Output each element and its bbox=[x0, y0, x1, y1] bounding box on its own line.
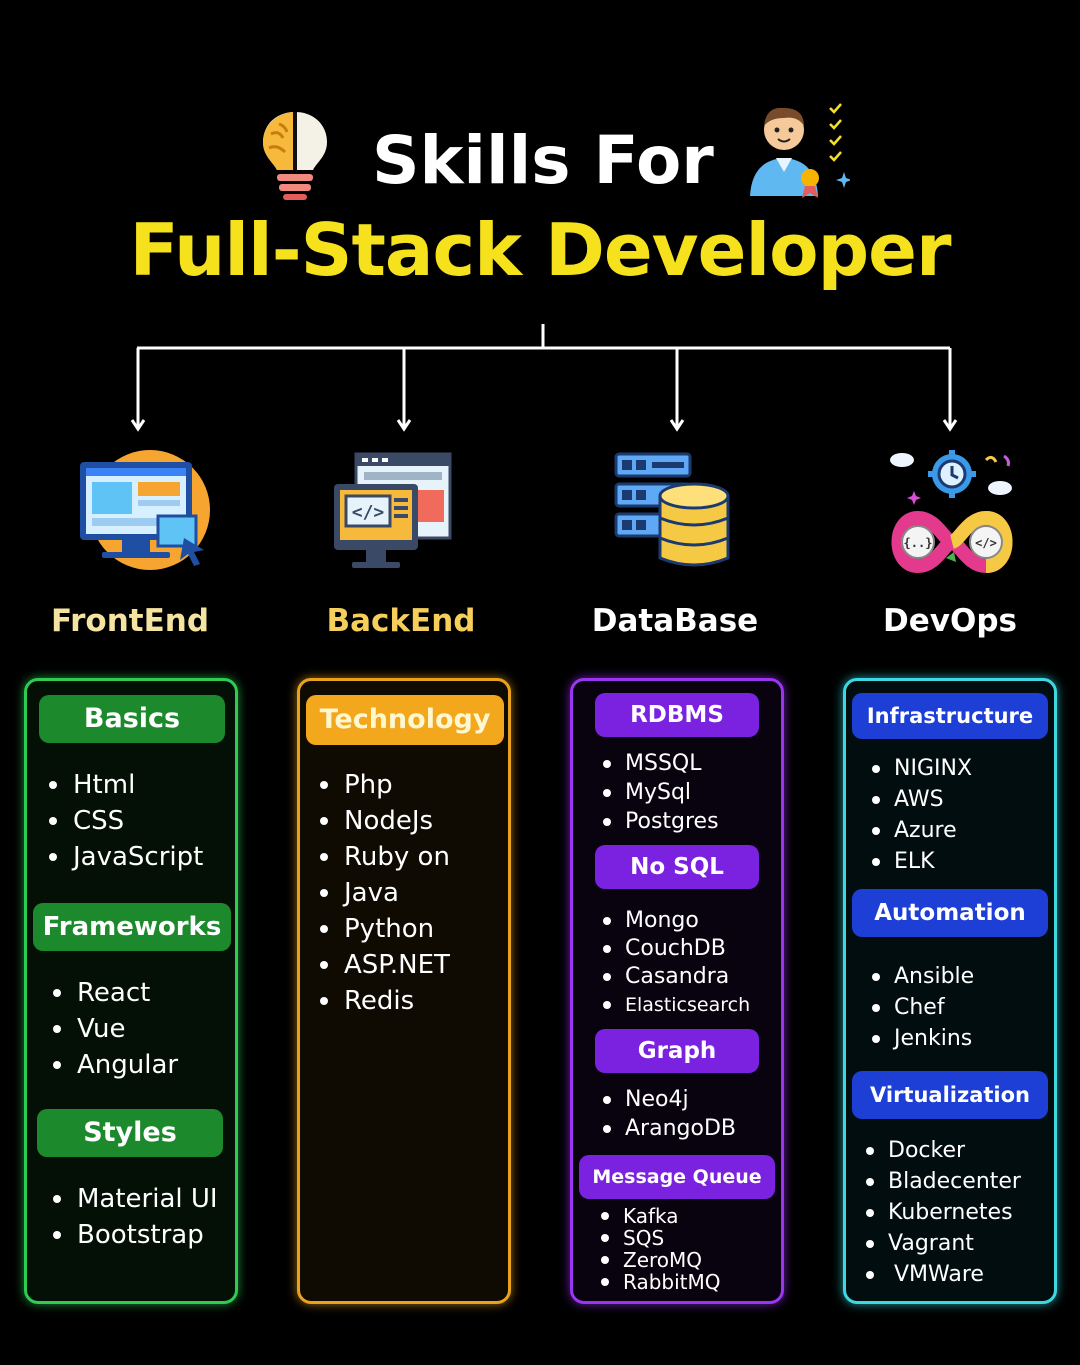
section-heading-message-queue: Message Queue bbox=[579, 1155, 775, 1199]
database-rdbms-list: MSSQL MySql Postgres bbox=[599, 749, 719, 836]
developer-person-icon bbox=[750, 103, 850, 198]
backend-panel: Technology Php NodeJs Ruby on Java Pytho… bbox=[297, 678, 511, 1304]
list-item: ZeroMQ bbox=[597, 1249, 721, 1271]
title-block: Skills For bbox=[0, 100, 1080, 210]
list-item: Java bbox=[316, 875, 450, 911]
list-item: Bladecenter bbox=[862, 1166, 1021, 1197]
section-heading-technology: Technology bbox=[306, 695, 504, 745]
section-heading-virtualization: Virtualization bbox=[852, 1071, 1048, 1119]
section-heading-styles: Styles bbox=[37, 1109, 223, 1157]
list-item: AWS bbox=[868, 784, 972, 815]
category-label-backend: BackEnd bbox=[326, 603, 476, 639]
section-heading-graph: Graph bbox=[595, 1029, 759, 1073]
section-heading-frameworks: Frameworks bbox=[33, 903, 231, 951]
section-heading-infrastructure: Infrastructure bbox=[852, 693, 1048, 739]
database-panel: RDBMS MSSQL MySql Postgres No SQL Mongo … bbox=[570, 678, 784, 1304]
database-server-icon bbox=[614, 452, 730, 567]
list-item: RabbitMQ bbox=[597, 1271, 721, 1293]
section-heading-nosql: No SQL bbox=[595, 845, 759, 889]
list-item: Azure bbox=[868, 815, 972, 846]
category-label-database: DataBase bbox=[591, 603, 759, 639]
lightbulb-brain-icon bbox=[263, 112, 327, 200]
backend-technology-list: Php NodeJs Ruby on Java Python ASP.NET R… bbox=[316, 767, 450, 1019]
category-label-devops: DevOps bbox=[883, 603, 1017, 639]
list-item: Material UI bbox=[49, 1181, 218, 1217]
database-graph-list: Neo4j ArangoDB bbox=[599, 1085, 736, 1143]
list-item: Casandra bbox=[599, 963, 750, 991]
list-item: Kafka bbox=[597, 1205, 721, 1227]
frontend-styles-list: Material UI Bootstrap bbox=[49, 1181, 218, 1253]
devops-virtualization-list: Docker Bladecenter Kubernetes Vagrant VM… bbox=[862, 1135, 1021, 1290]
list-item: Html bbox=[45, 767, 203, 803]
list-item: Python bbox=[316, 911, 450, 947]
connector-tree bbox=[130, 324, 958, 432]
list-item: SQS bbox=[597, 1227, 721, 1249]
frontend-panel: Basics Html CSS JavaScript Frameworks Re… bbox=[24, 678, 238, 1304]
list-item: ELK bbox=[868, 846, 972, 877]
category-label-frontend: FrontEnd bbox=[50, 603, 210, 639]
database-nosql-list: Mongo CouchDB Casandra Elasticsearch bbox=[599, 907, 750, 1019]
svg-text:{..}: {..} bbox=[904, 536, 933, 550]
title-full-stack-developer: Full-Stack Developer bbox=[129, 208, 952, 292]
list-item: JavaScript bbox=[45, 839, 203, 875]
list-item: MSSQL bbox=[599, 749, 719, 778]
list-item: CSS bbox=[45, 803, 203, 839]
list-item: Docker bbox=[862, 1135, 1021, 1166]
list-item: Angular bbox=[49, 1047, 178, 1083]
list-item: Vagrant bbox=[862, 1228, 1021, 1259]
frontend-frameworks-list: React Vue Angular bbox=[49, 975, 178, 1083]
list-item: NodeJs bbox=[316, 803, 450, 839]
devops-infinity-icon: {..} </> bbox=[890, 450, 1013, 574]
list-item: Elasticsearch bbox=[599, 991, 750, 1019]
devops-infrastructure-list: NIGINX AWS Azure ELK bbox=[868, 753, 972, 877]
list-item: Mongo bbox=[599, 907, 750, 935]
list-item: Vue bbox=[49, 1011, 178, 1047]
database-mq-list: Kafka SQS ZeroMQ RabbitMQ bbox=[597, 1205, 721, 1293]
list-item: Php bbox=[316, 767, 450, 803]
section-heading-automation: Automation bbox=[852, 889, 1048, 937]
list-item: Redis bbox=[316, 983, 450, 1019]
list-item: MySql bbox=[599, 778, 719, 807]
list-item: Chef bbox=[868, 992, 974, 1023]
list-item: CouchDB bbox=[599, 935, 750, 963]
list-item: ArangoDB bbox=[599, 1114, 736, 1143]
monitor-ui-icon bbox=[80, 450, 210, 570]
frontend-basics-list: Html CSS JavaScript bbox=[45, 767, 203, 875]
devops-automation-list: Ansible Chef Jenkins bbox=[868, 961, 974, 1054]
list-item: Neo4j bbox=[599, 1085, 736, 1114]
list-item: Postgres bbox=[599, 807, 719, 836]
list-item: Kubernetes bbox=[862, 1197, 1021, 1228]
section-heading-rdbms: RDBMS bbox=[595, 693, 759, 737]
code-monitor-icon: </> bbox=[334, 452, 452, 568]
list-item: ASP.NET bbox=[316, 947, 450, 983]
section-heading-basics: Basics bbox=[39, 695, 225, 743]
list-item: Jenkins bbox=[868, 1023, 974, 1054]
list-item: Ansible bbox=[868, 961, 974, 992]
svg-text:</>: </> bbox=[352, 502, 385, 523]
list-item: Ruby on bbox=[316, 839, 450, 875]
list-item: React bbox=[49, 975, 178, 1011]
devops-panel: Infrastructure NIGINX AWS Azure ELK Auto… bbox=[843, 678, 1057, 1304]
svg-text:</>: </> bbox=[975, 536, 997, 550]
title-skills-for: Skills For bbox=[372, 122, 714, 199]
list-item: Bootstrap bbox=[49, 1217, 218, 1253]
list-item: NIGINX bbox=[868, 753, 972, 784]
list-item: VMWare bbox=[862, 1259, 1021, 1290]
